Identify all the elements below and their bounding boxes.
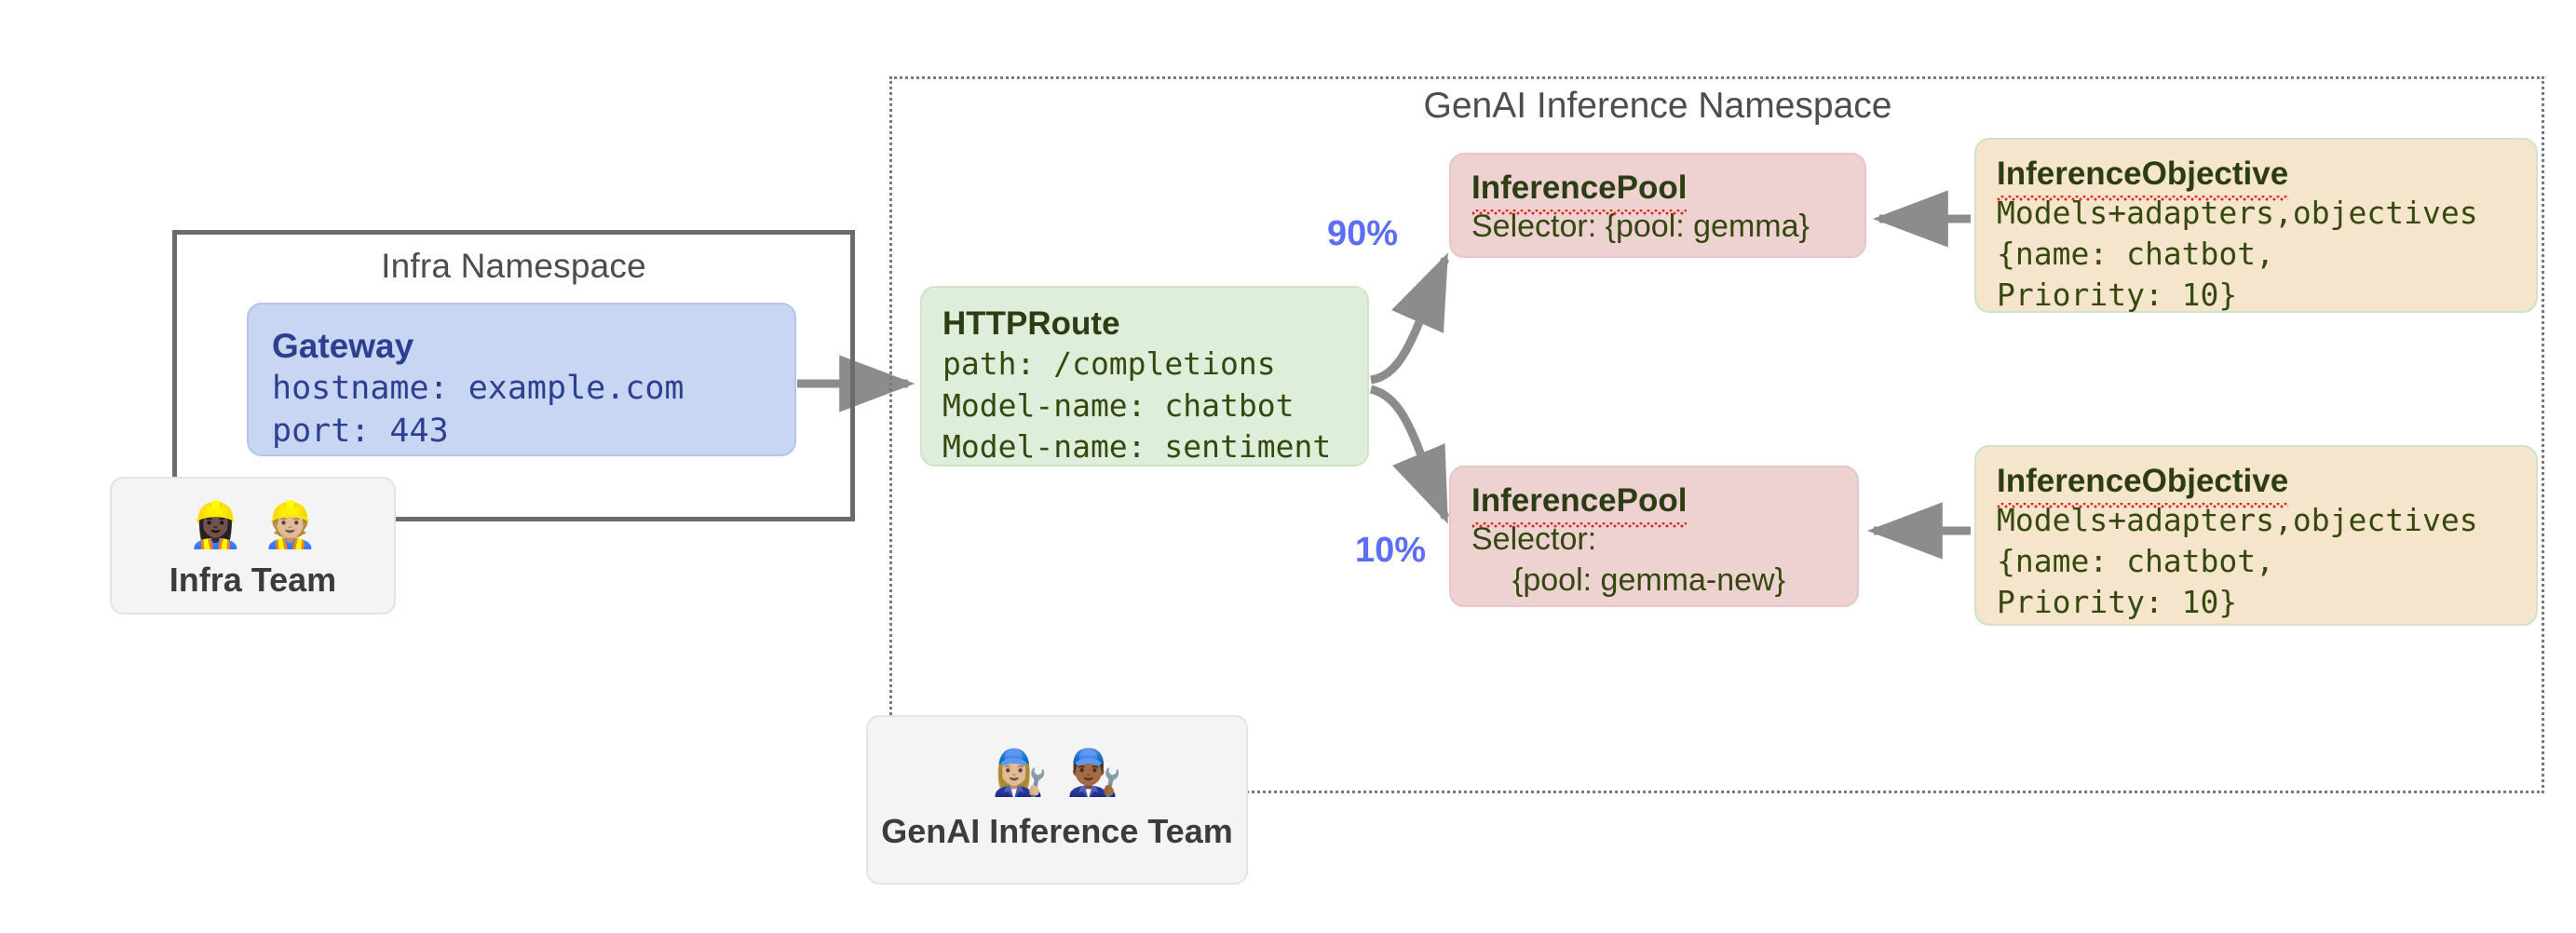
- httproute-card[interactable]: HTTPRoute path: /completions Model-name:…: [920, 286, 1369, 466]
- infra-team-avatars: 👷🏿‍♀️👷🏼: [187, 499, 337, 551]
- split-weight-90: 90%: [1327, 214, 1399, 253]
- genai-namespace-boundary: [889, 76, 2544, 793]
- inferenceobjective-priority-line: Priority: 10}: [1997, 584, 2238, 621]
- inferencepool-title-text: InferencePool: [1471, 482, 1688, 529]
- inferenceobjective-title-text: InferenceObjective: [1997, 156, 2289, 202]
- inferencepool-card-gemma-new[interactable]: InferencePool Selector: {pool: gemma-new…: [1449, 466, 1859, 607]
- inferenceobjective-card-bottom[interactable]: InferenceObjective Models+adapters,objec…: [1974, 445, 2538, 626]
- gateway-port: port: 443: [272, 412, 449, 451]
- inferencepool-title-text: InferencePool: [1471, 169, 1688, 216]
- inferenceobjective-title: InferenceObjective: [1997, 462, 2536, 509]
- split-weight-10: 10%: [1355, 531, 1427, 570]
- inferencepool-title: InferencePool: [1471, 482, 1857, 529]
- httproute-title: HTTPRoute: [942, 305, 1120, 342]
- genai-team-avatars: 👩🏼‍🔧👨🏾‍🔧: [992, 747, 1141, 799]
- httproute-path: path: /completions: [942, 345, 1276, 382]
- httproute-model-name-chatbot: Model-name: chatbot: [942, 386, 1295, 424]
- infra-namespace-boundary: [172, 230, 855, 521]
- inferenceobjective-priority-line: Priority: 10}: [1997, 277, 2238, 314]
- inferenceobjective-title-text: InferenceObjective: [1997, 463, 2289, 509]
- infra-namespace-label: Infra Namespace: [381, 247, 646, 285]
- genai-team-chip[interactable]: 👩🏼‍🔧👨🏾‍🔧 GenAI Inference Team: [866, 715, 1248, 885]
- gateway-title: Gateway: [272, 327, 414, 365]
- inferenceobjective-title: InferenceObjective: [1997, 155, 2536, 202]
- gateway-card[interactable]: Gateway hostname: example.com port: 443: [247, 303, 796, 456]
- infra-team-label: Infra Team: [169, 561, 337, 599]
- inferenceobjective-name-line: {name: chatbot,: [1997, 236, 2275, 273]
- infra-team-chip[interactable]: 👷🏿‍♀️👷🏼 Infra Team: [110, 477, 396, 615]
- gateway-hostname: hostname: example.com: [272, 370, 685, 408]
- inferencepool-card-gemma[interactable]: InferencePool Selector: {pool: gemma}: [1449, 153, 1866, 258]
- inferencepool-selector-value: {pool: gemma-new}: [1512, 561, 1785, 598]
- genai-team-label: GenAI Inference Team: [881, 812, 1233, 850]
- inferenceobjective-name-line: {name: chatbot,: [1997, 543, 2275, 580]
- inferenceobjective-card-top[interactable]: InferenceObjective Models+adapters,objec…: [1974, 138, 2538, 313]
- inferencepool-title: InferencePool: [1471, 169, 1864, 216]
- genai-namespace-label: GenAI Inference Namespace: [1423, 86, 1892, 126]
- httproute-model-name-sentiment: Model-name: sentiment: [942, 428, 1332, 466]
